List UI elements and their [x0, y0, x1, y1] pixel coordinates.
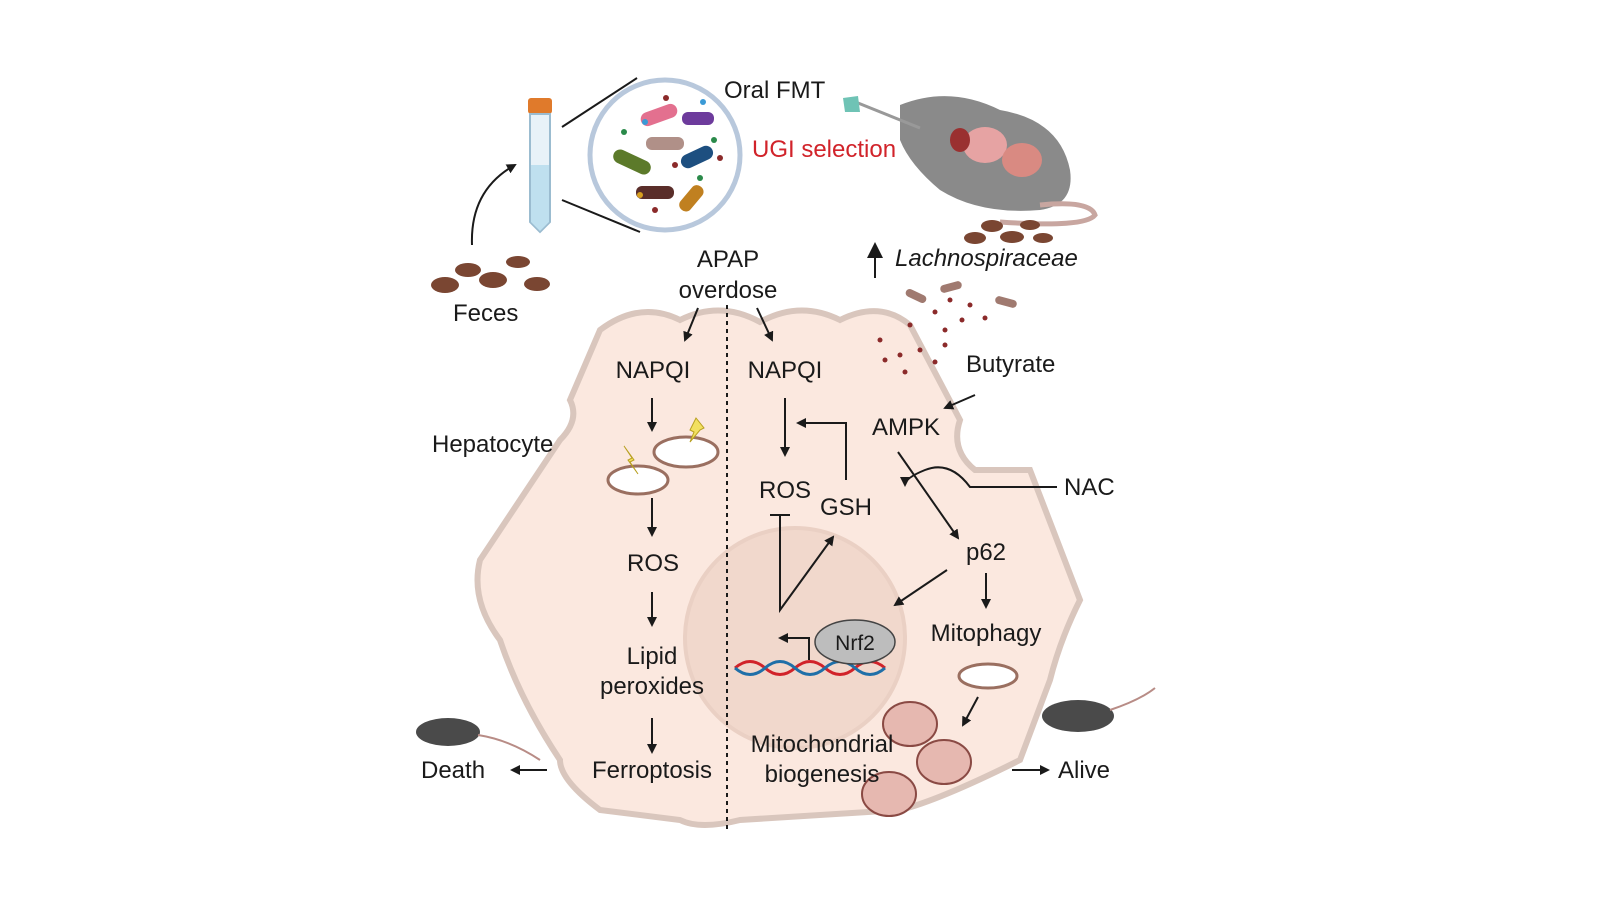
label-apap: APAP	[697, 246, 759, 273]
feces-mouse-icon	[964, 220, 1053, 244]
damaged-mitochondria-icon	[606, 417, 720, 496]
label-lachnospiraceae: Lachnospiraceae	[895, 245, 1078, 272]
label-ferroptosis: Ferroptosis	[592, 757, 712, 784]
label-feces: Feces	[453, 300, 518, 327]
label-ros-left: ROS	[627, 550, 679, 577]
alive-mouse-icon	[1042, 687, 1156, 732]
label-gsh: GSH	[820, 494, 872, 521]
label-oral-fmt: Oral FMT	[724, 77, 826, 104]
label-napqi-left: NAPQI	[616, 357, 691, 384]
label-peroxides: peroxides	[600, 673, 704, 700]
mouse-fmt-icon	[843, 96, 1098, 227]
label-lipid: Lipid	[627, 643, 678, 670]
label-butyrate: Butyrate	[966, 351, 1055, 378]
test-tube-icon	[528, 98, 552, 234]
microbiome-circle-icon	[587, 77, 743, 233]
bacteria-icon	[905, 281, 1017, 308]
label-nrf2: Nrf2	[835, 632, 875, 655]
label-biogenesis: biogenesis	[765, 761, 880, 788]
feces-to-tube-arrow	[470, 164, 517, 246]
label-ampk: AMPK	[872, 414, 940, 441]
label-overdose: overdose	[679, 277, 778, 304]
feces-icon	[431, 256, 550, 293]
label-nac: NAC	[1064, 474, 1115, 501]
label-ugi-selection: UGI selection	[752, 136, 896, 163]
hepatocyte-cell	[474, 305, 1084, 830]
label-p62: p62	[966, 539, 1006, 566]
butyrate-dots-icon	[877, 297, 988, 375]
mitochondria-icon	[861, 662, 1019, 817]
nrf2-node	[814, 619, 896, 665]
label-ros-right: ROS	[759, 477, 811, 504]
dead-mouse-icon	[416, 718, 541, 761]
label-alive: Alive	[1058, 757, 1110, 784]
label-mitophagy: Mitophagy	[931, 620, 1042, 647]
label-mitochondrial: Mitochondrial	[751, 731, 894, 758]
dna-icon	[734, 660, 886, 676]
label-death: Death	[421, 757, 485, 784]
label-hepatocyte: Hepatocyte	[432, 431, 553, 458]
label-napqi-right: NAPQI	[748, 357, 823, 384]
